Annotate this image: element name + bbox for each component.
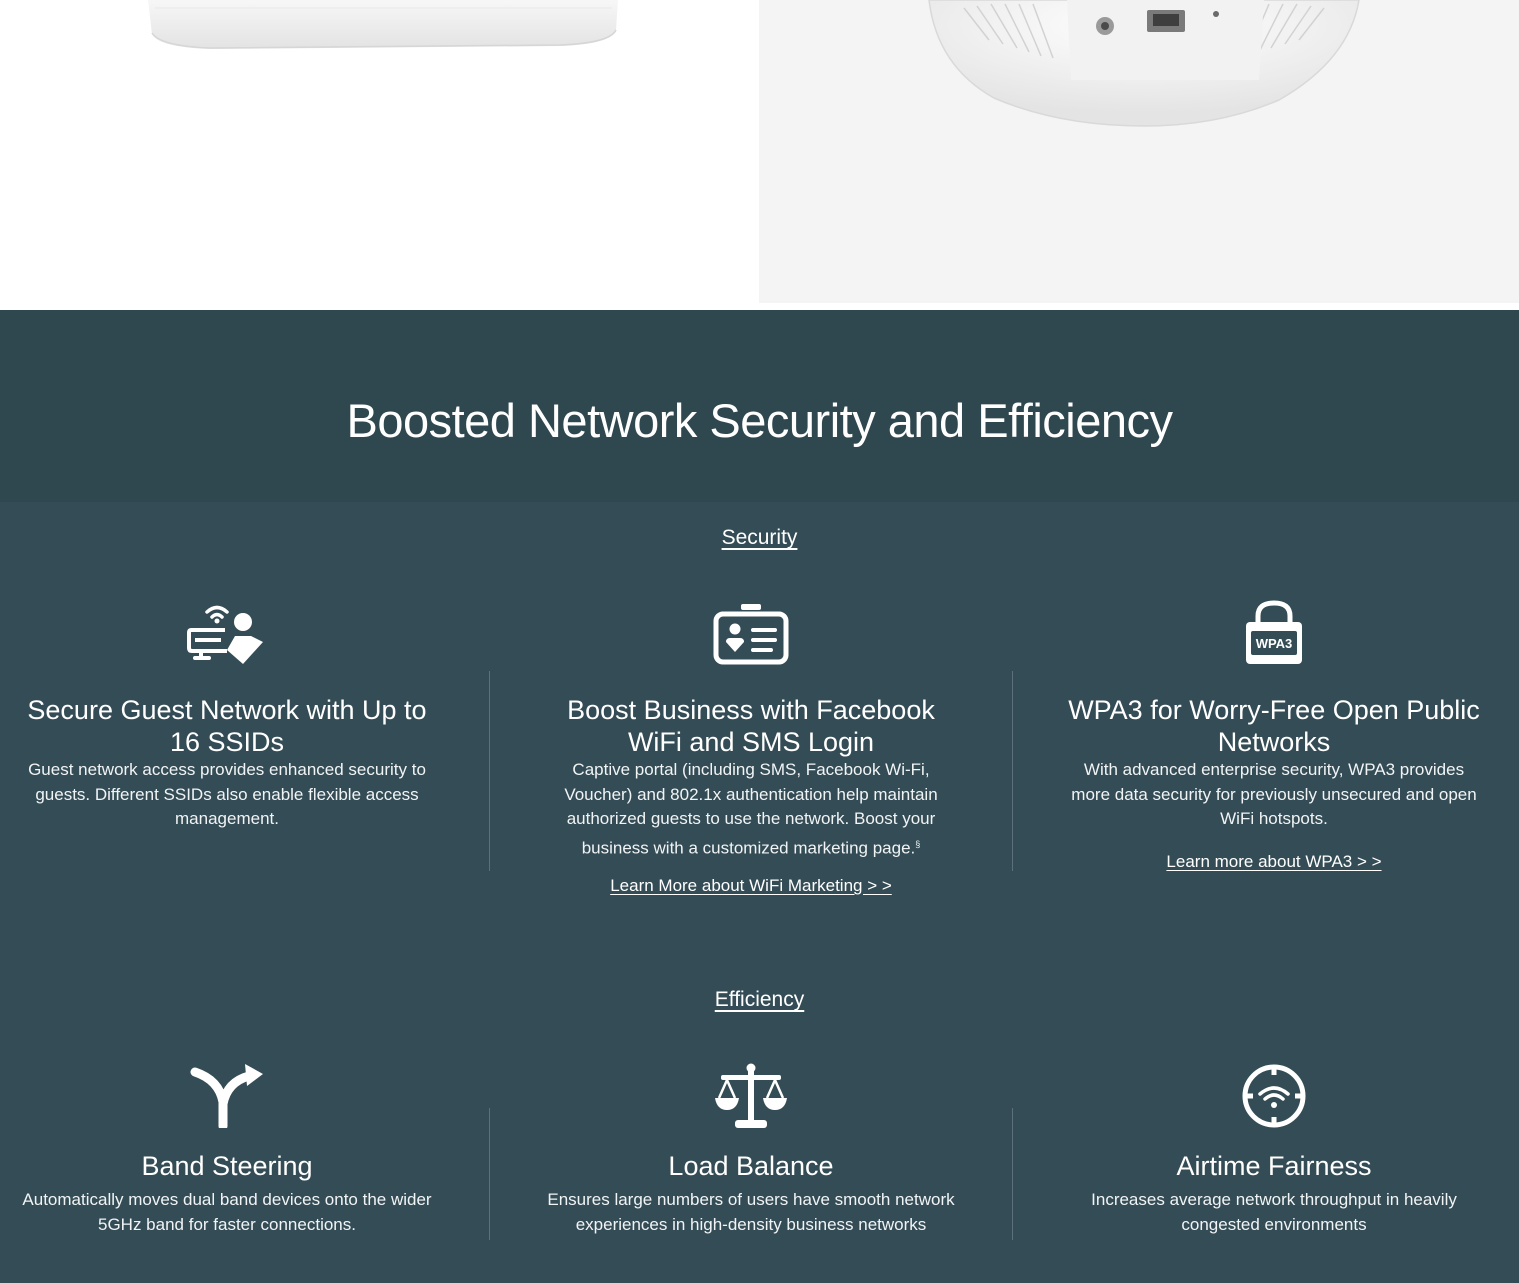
column-divider [1012, 671, 1013, 871]
feature-band-steering: Band Steering Automatically moves dual b… [17, 1062, 437, 1262]
feature-description: Guest network access provides enhanced s… [28, 760, 426, 828]
feature-description-text: Captive portal (including SMS, Facebook … [564, 760, 938, 858]
section-header-band: Boosted Network Security and Efficiency [0, 310, 1519, 502]
feature-load-balance: Load Balance Ensures large numbers of us… [541, 1062, 961, 1262]
access-point-side-illustration [148, 0, 618, 49]
feature-description: Increases average network throughput in … [1091, 1190, 1457, 1234]
section-title: Boosted Network Security and Efficiency [346, 394, 1173, 447]
column-divider [1012, 1108, 1013, 1240]
feature-description: Captive portal (including SMS, Facebook … [541, 758, 961, 861]
feature-description: Ensures large numbers of users have smoo… [547, 1190, 955, 1234]
footnote-marker: § [915, 838, 921, 849]
airtime-clock-icon [1240, 1062, 1308, 1135]
feature-description: Automatically moves dual band devices on… [22, 1190, 432, 1234]
security-efficiency-section: Boosted Network Security and Efficiency … [0, 310, 1519, 1283]
access-point-side-image [0, 0, 759, 310]
access-point-bottom-illustration [928, 0, 1360, 127]
column-divider [489, 671, 490, 871]
feature-title: Secure Guest Network with Up to 16 SSIDs [27, 695, 427, 757]
wpa3-icon-label: WPA3 [1256, 636, 1293, 651]
feature-guest-network: Secure Guest Network with Up to 16 SSIDs… [17, 600, 437, 900]
feature-title: Airtime Fairness [1176, 1151, 1372, 1181]
feature-description: With advanced enterprise security, WPA3 … [1071, 760, 1477, 828]
learn-more-wpa3-link[interactable]: Learn more about WPA3 > > [1166, 852, 1382, 871]
feature-wpa3: WPA3 WPA3 for Worry-Free Open Public Net… [1064, 600, 1484, 900]
feature-title: Band Steering [141, 1151, 313, 1181]
feature-airtime-fairness: Airtime Fairness Increases average netwo… [1064, 1062, 1484, 1262]
id-badge-icon [713, 602, 789, 671]
feature-wifi-marketing: Boost Business with Facebook WiFi and SM… [541, 600, 961, 920]
feature-title: Load Balance [668, 1151, 834, 1181]
guest-network-icon [187, 600, 267, 671]
balance-scale-icon [713, 1062, 789, 1135]
efficiency-group-link[interactable]: Efficiency [714, 988, 805, 1011]
feature-title: Boost Business with Facebook WiFi and SM… [567, 695, 935, 757]
band-steering-icon [187, 1062, 267, 1133]
column-divider [489, 1108, 490, 1240]
wpa3-lock-icon: WPA3 [1243, 600, 1305, 671]
feature-title: WPA3 for Worry-Free Open Public Networks [1068, 695, 1480, 757]
security-group-link[interactable]: Security [721, 526, 798, 549]
learn-more-wifi-marketing-link[interactable]: Learn More about WiFi Marketing > > [610, 876, 892, 895]
access-point-bottom-image [759, 0, 1519, 303]
product-image-strip [0, 0, 1519, 310]
